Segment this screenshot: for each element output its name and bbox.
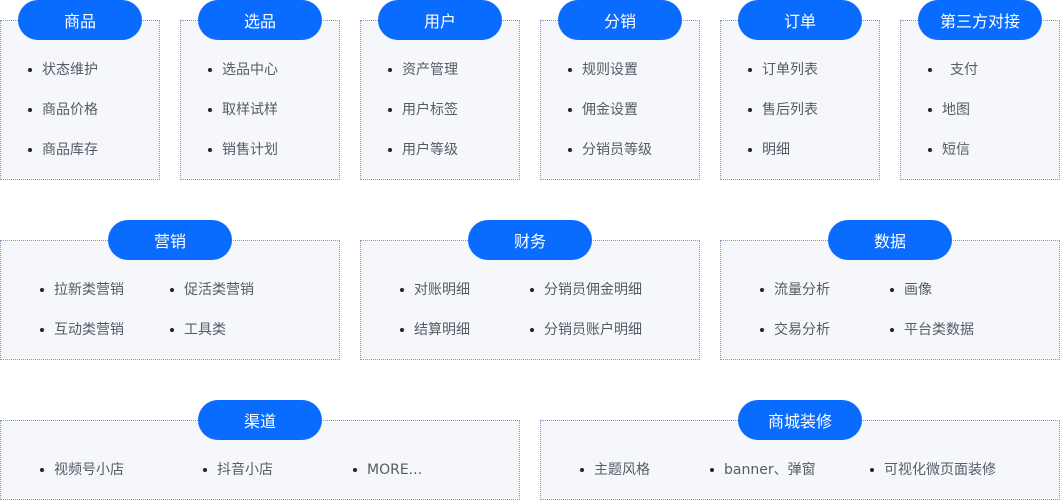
module-item[interactable]: 抖音小店	[217, 462, 273, 478]
bullet-icon	[170, 328, 174, 332]
module-title-button[interactable]: 用户	[378, 0, 502, 40]
bullet-icon	[870, 468, 874, 472]
module-card	[360, 20, 520, 180]
bullet-icon	[388, 108, 392, 112]
module-item[interactable]: 分销员等级	[582, 142, 652, 158]
module-item[interactable]: 销售计划	[222, 142, 278, 158]
module-item[interactable]: 可视化微页面装修	[884, 462, 996, 478]
module-item[interactable]: 视频号小店	[54, 462, 124, 478]
bullet-icon	[353, 468, 357, 472]
bullet-icon	[530, 328, 534, 332]
module-item[interactable]: 结算明细	[414, 322, 470, 338]
bullet-icon	[400, 328, 404, 332]
bullet-icon	[388, 148, 392, 152]
module-item[interactable]: 画像	[904, 282, 932, 298]
module-title-button[interactable]: 财务	[468, 220, 592, 260]
module-item[interactable]: 交易分析	[774, 322, 830, 338]
module-item[interactable]: 分销员佣金明细	[544, 282, 642, 298]
module-item[interactable]: 拉新类营销	[54, 282, 124, 298]
module-card	[360, 240, 700, 360]
module-title-button[interactable]: 分销	[558, 0, 682, 40]
module-item[interactable]: 用户标签	[402, 102, 458, 118]
module-item[interactable]: 流量分析	[774, 282, 830, 298]
module-item[interactable]: 地图	[942, 102, 970, 118]
module-card	[720, 20, 880, 180]
module-card	[0, 20, 160, 180]
module-title-button[interactable]: 营销	[108, 220, 232, 260]
bullet-icon	[760, 288, 764, 292]
module-title-button[interactable]: 商品	[18, 0, 142, 40]
module-item[interactable]: 订单列表	[762, 62, 818, 78]
module-item[interactable]: 规则设置	[582, 62, 638, 78]
bullet-icon	[928, 148, 932, 152]
bullet-icon	[400, 288, 404, 292]
module-item[interactable]: 支付	[950, 62, 978, 78]
module-title-button[interactable]: 渠道	[198, 400, 322, 440]
module-item[interactable]: 促活类营销	[184, 282, 254, 298]
module-item[interactable]: 用户等级	[402, 142, 458, 158]
module-title-button[interactable]: 订单	[738, 0, 862, 40]
module-title-button[interactable]: 选品	[198, 0, 322, 40]
module-item[interactable]: 资产管理	[402, 62, 458, 78]
bullet-icon	[208, 108, 212, 112]
module-item[interactable]: 分销员账户明细	[544, 322, 642, 338]
module-item[interactable]: 选品中心	[222, 62, 278, 78]
module-item[interactable]: 对账明细	[414, 282, 470, 298]
module-item[interactable]: 短信	[942, 142, 970, 158]
module-item[interactable]: 主题风格	[594, 462, 650, 478]
module-item[interactable]: 互动类营销	[54, 322, 124, 338]
bullet-icon	[928, 68, 932, 72]
module-item[interactable]: 取样试样	[222, 102, 278, 118]
module-title-button[interactable]: 商城装修	[738, 400, 862, 440]
bullet-icon	[40, 328, 44, 332]
module-item[interactable]: banner、弹窗	[724, 462, 816, 478]
bullet-icon	[568, 68, 572, 72]
bullet-icon	[748, 108, 752, 112]
module-item[interactable]: 明细	[762, 142, 790, 158]
module-card	[0, 240, 340, 360]
module-item[interactable]: 商品库存	[42, 142, 98, 158]
module-item[interactable]: 佣金设置	[582, 102, 638, 118]
bullet-icon	[40, 468, 44, 472]
bullet-icon	[890, 288, 894, 292]
bullet-icon	[208, 68, 212, 72]
bullet-icon	[203, 468, 207, 472]
module-item[interactable]: 工具类	[184, 322, 226, 338]
bullet-icon	[28, 68, 32, 72]
bullet-icon	[28, 148, 32, 152]
module-title-button[interactable]: 数据	[828, 220, 952, 260]
module-card	[540, 20, 700, 180]
module-item[interactable]: MORE...	[367, 462, 423, 478]
bullet-icon	[208, 148, 212, 152]
module-card	[720, 240, 1060, 360]
bullet-icon	[748, 68, 752, 72]
module-card	[900, 20, 1060, 180]
module-item[interactable]: 商品价格	[42, 102, 98, 118]
bullet-icon	[568, 108, 572, 112]
module-item[interactable]: 售后列表	[762, 102, 818, 118]
bullet-icon	[568, 148, 572, 152]
module-title-button[interactable]: 第三方对接	[918, 0, 1042, 40]
bullet-icon	[388, 68, 392, 72]
bullet-icon	[170, 288, 174, 292]
bullet-icon	[710, 468, 714, 472]
bullet-icon	[530, 288, 534, 292]
bullet-icon	[760, 328, 764, 332]
bullet-icon	[928, 108, 932, 112]
bullet-icon	[748, 148, 752, 152]
bullet-icon	[580, 468, 584, 472]
bullet-icon	[28, 108, 32, 112]
bullet-icon	[890, 328, 894, 332]
bullet-icon	[40, 288, 44, 292]
module-item[interactable]: 平台类数据	[904, 322, 974, 338]
module-item[interactable]: 状态维护	[42, 62, 98, 78]
